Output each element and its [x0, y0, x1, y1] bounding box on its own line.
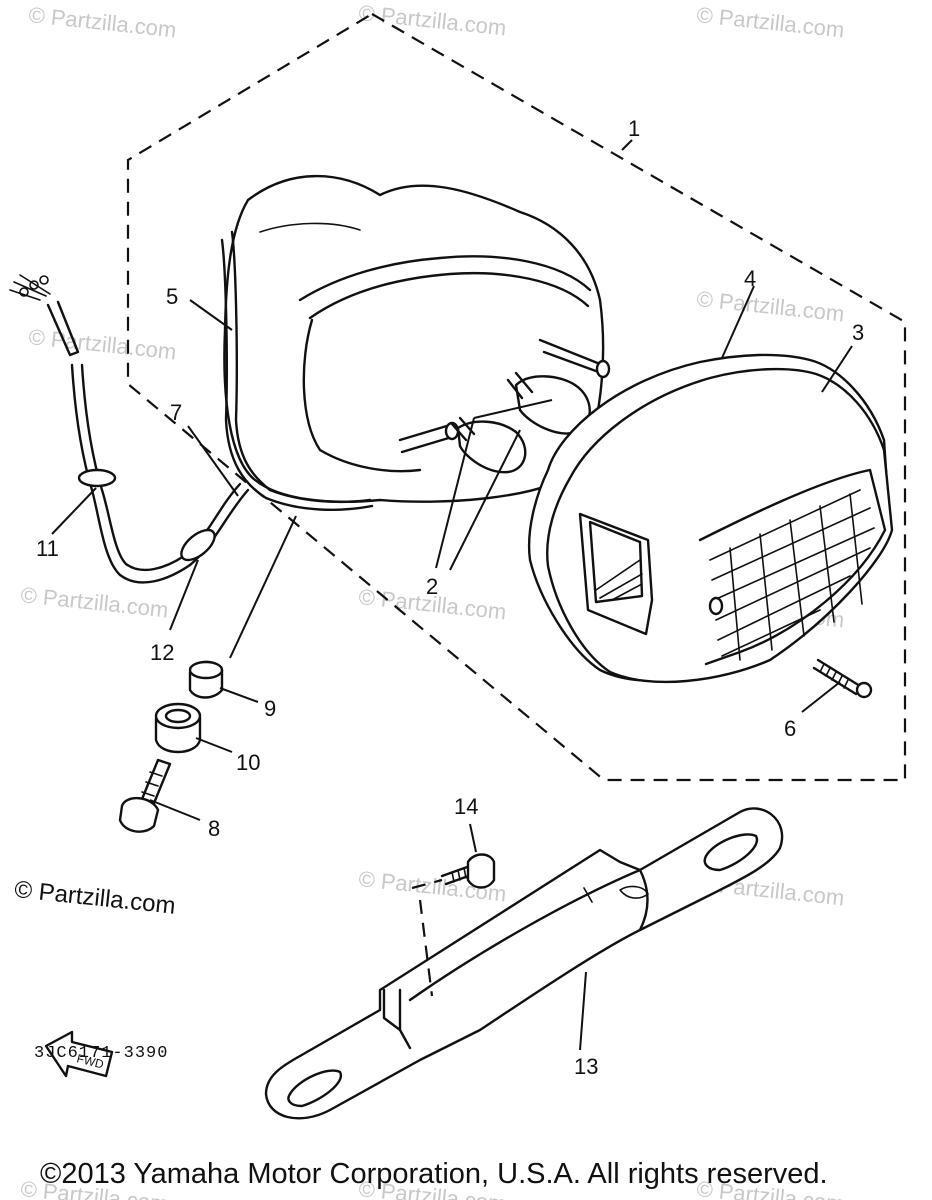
- watermark: © Partzilla.com: [695, 2, 845, 42]
- callout-2: 2: [426, 574, 438, 599]
- callout-8: 8: [208, 816, 220, 841]
- callout-3: 3: [852, 320, 864, 345]
- watermark: © Partzilla.com: [695, 286, 845, 326]
- copyright-notice: ©2013 Yamaha Motor Corporation, U.S.A. A…: [40, 1158, 828, 1190]
- taillight-housing: [220, 174, 611, 511]
- callouts: 1 2 3 4 5 6 7 8 9 10 11 12 13 14: [36, 116, 864, 1079]
- license-bracket: [264, 807, 784, 1120]
- grommet-11: [77, 468, 117, 488]
- bulbs: [450, 371, 591, 474]
- mounting-hardware: [118, 660, 224, 833]
- callout-6: 6: [784, 716, 796, 741]
- callout-9: 9: [264, 696, 276, 721]
- callout-7: 7: [170, 400, 182, 425]
- lens-screw: [812, 658, 873, 699]
- fwd-label: FWD: [75, 1051, 105, 1071]
- assembly-boundary: [126, 12, 907, 782]
- callout-12: 12: [150, 640, 174, 665]
- callout-14: 14: [454, 794, 478, 819]
- bracket-bolt: [440, 853, 496, 889]
- watermark: © Partzilla.com: [19, 582, 169, 622]
- watermark: © Partzilla.com: [27, 2, 177, 42]
- watermark: © Partzilla.com: [27, 324, 177, 364]
- watermark: © Partzilla.com: [357, 0, 507, 40]
- fwd-arrow: FWD: [44, 1030, 114, 1078]
- callout-5: 5: [166, 284, 178, 309]
- callout-4: 4: [744, 266, 756, 291]
- callout-10: 10: [236, 750, 260, 775]
- wire-harness: [9, 274, 250, 584]
- lens-pattern: [709, 489, 875, 661]
- grommet-12: [180, 528, 216, 562]
- callout-11: 11: [36, 536, 59, 561]
- callout-13: 13: [574, 1054, 598, 1079]
- taillight-lens: [546, 367, 894, 684]
- diagram-code: 3JC6171-3390: [34, 1044, 169, 1063]
- leader-lines: [51, 139, 853, 1051]
- callout-1: 1: [628, 116, 640, 141]
